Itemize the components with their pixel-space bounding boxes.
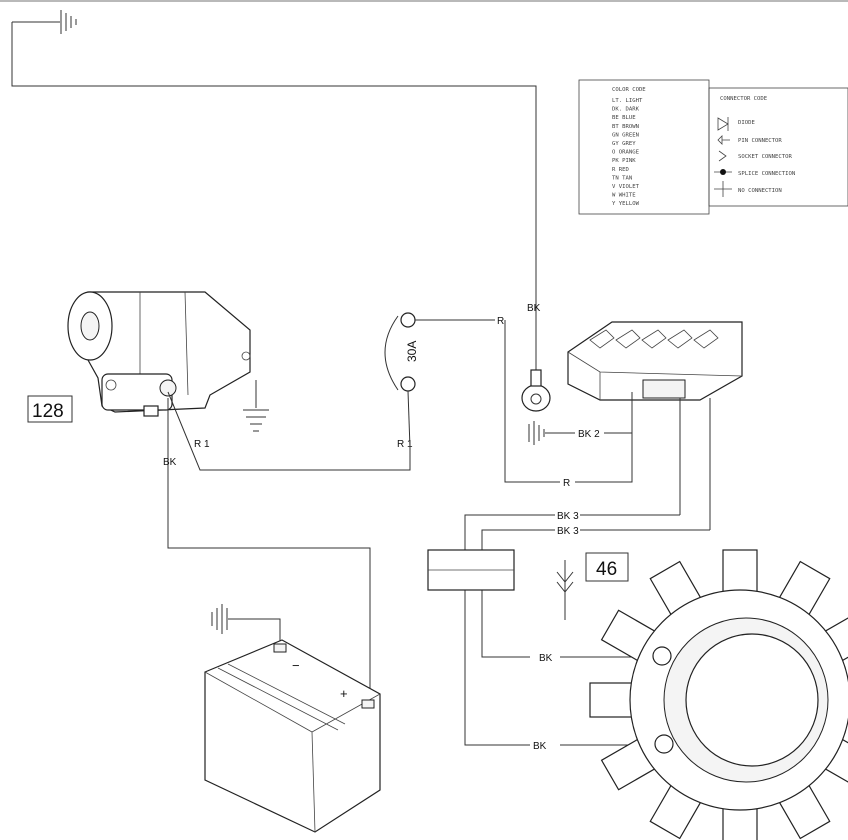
wire-bk3-b xyxy=(481,529,555,658)
no-connection-icon xyxy=(714,181,732,197)
socket-connector-icon xyxy=(556,560,574,620)
connector-code-legend: CONNECTOR CODE DIODE PIN CONNECTOR SOCKE… xyxy=(708,87,848,207)
splice-connection-icon xyxy=(720,169,726,175)
diode-icon xyxy=(717,117,729,131)
wire-label-bk2: BK 2 xyxy=(578,429,600,440)
color-code-row: BE BLUE xyxy=(612,115,636,121)
color-code-legend: COLOR CODE LT. LIGHT DK. DARK BE BLUE BT BR… xyxy=(578,79,710,215)
wire-r-regulator xyxy=(504,320,560,483)
wire-label-r-regulator: R xyxy=(563,478,570,489)
wire-label-r1-starter: R 1 xyxy=(194,439,210,450)
svg-text:46: 46 xyxy=(596,559,617,580)
color-code-row: GY GREY xyxy=(612,141,636,147)
ground-symbol-bk2 xyxy=(528,421,575,445)
wire-label-bk-stator-1: BK xyxy=(539,653,553,664)
voltage-regulator xyxy=(567,321,743,530)
wire-label-bk-top: BK xyxy=(527,303,541,314)
color-code-row: O ORANGE xyxy=(612,150,640,156)
wire-bk-top xyxy=(11,22,537,370)
legend-no-connection: NO CONNECTION xyxy=(738,188,782,194)
wire-bk-starter xyxy=(167,398,371,702)
wire-r1 xyxy=(167,391,411,471)
color-code-row: BT BROWN xyxy=(612,124,639,130)
stator-connector xyxy=(427,549,515,591)
legend-socket-connector: SOCKET CONNECTOR xyxy=(738,154,793,160)
callout-46: 46 xyxy=(585,552,629,582)
stator-pole xyxy=(589,682,637,718)
color-code-row: GN GREEN xyxy=(612,132,639,138)
socket-connector-icon xyxy=(718,150,727,162)
stator xyxy=(589,549,848,840)
color-code-row: LT. LIGHT xyxy=(612,98,643,104)
legend-diode: DIODE xyxy=(738,120,755,126)
ring-terminal xyxy=(521,369,551,412)
ground-symbol-top xyxy=(12,10,77,34)
legend-pin-connector: PIN CONNECTOR xyxy=(738,138,782,144)
color-code-row: R RED xyxy=(612,167,629,173)
color-code-row: V VIOLET xyxy=(612,184,640,190)
callout-128: 128 xyxy=(27,395,73,423)
color-code-row: W WHITE xyxy=(612,193,636,199)
pin-connector-icon xyxy=(717,135,730,145)
wire-bk3-a xyxy=(464,514,555,746)
connector-code-title: CONNECTOR CODE xyxy=(720,96,768,102)
color-code-row: DK. DARK xyxy=(612,107,640,113)
fuse-30a: 30A xyxy=(384,312,419,449)
wire-label-bk3-a: BK 3 xyxy=(557,511,579,522)
svg-text:128: 128 xyxy=(32,401,64,422)
wire-label-r1-fuse: R 1 xyxy=(397,439,413,450)
wire-label-bk-starter: BK xyxy=(163,457,177,468)
color-code-row: PK PINK xyxy=(612,158,636,164)
battery-positive-icon: + xyxy=(340,686,348,701)
battery-negative-icon: − xyxy=(292,658,300,673)
legend-splice-connection: SPLICE CONNECTION xyxy=(738,171,795,177)
wire-label-r-fuse: R xyxy=(497,316,504,327)
battery: − + xyxy=(204,639,381,833)
stator-pole xyxy=(722,549,758,597)
wire-label-bk3-b: BK 3 xyxy=(557,526,579,537)
color-code-row: TN TAN xyxy=(612,175,632,181)
battery-ground xyxy=(211,604,281,648)
color-code-title: COLOR CODE xyxy=(612,87,646,93)
wire-label-bk-stator-2: BK xyxy=(533,741,547,752)
starter-motor xyxy=(67,291,269,432)
fuse-rating: 30A xyxy=(405,341,419,362)
color-code-row: Y YELLOW xyxy=(612,201,640,207)
